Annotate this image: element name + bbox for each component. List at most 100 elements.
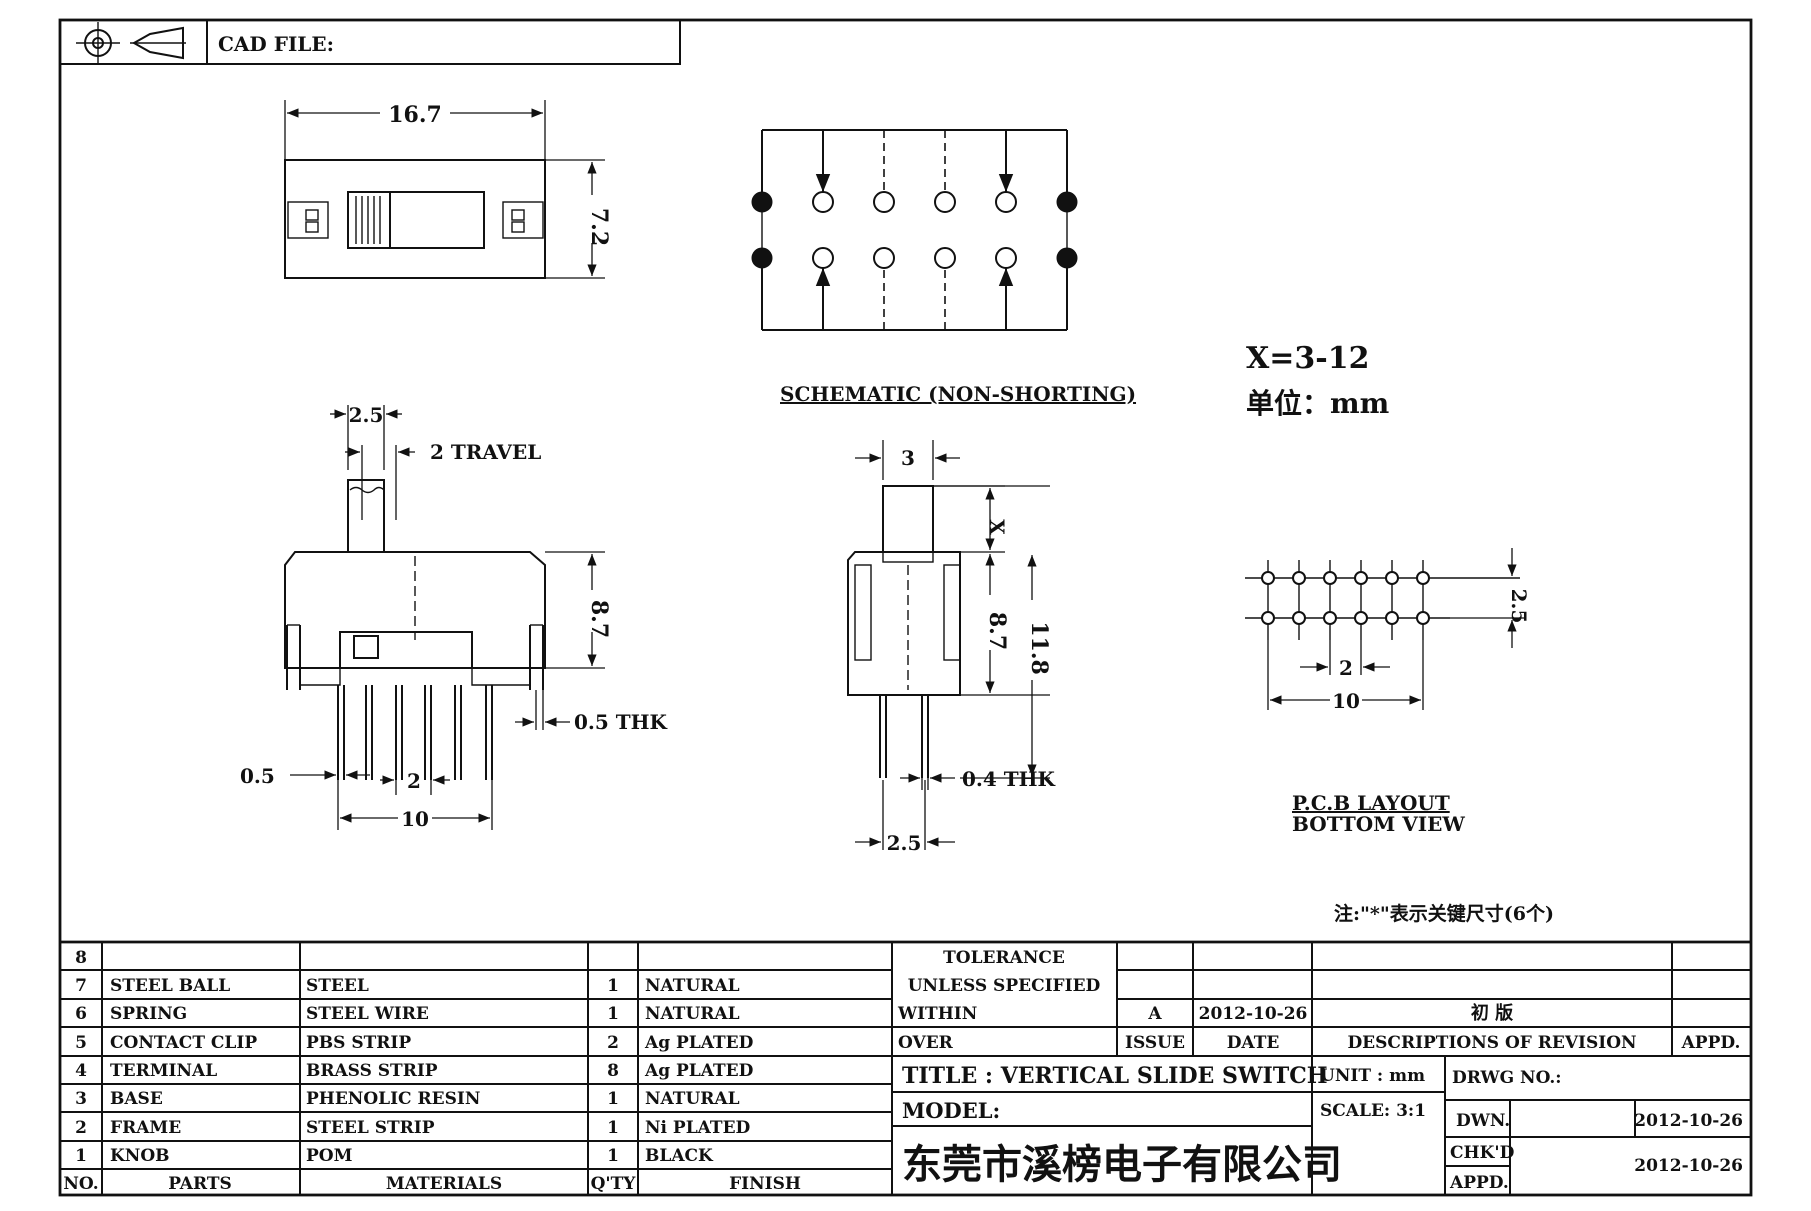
table-row: 5 CONTACT CLIP PBS STRIP 2 Ag PLATED — [75, 1033, 754, 1053]
svg-text:WITHIN: WITHIN — [897, 1004, 977, 1024]
x-range: X=3-12 — [1246, 341, 1370, 376]
front-travel: 2 TRAVEL — [430, 440, 541, 464]
side-x-label: X — [985, 519, 1009, 535]
side-view: 3 X 8.7 11.8 0.4 THK 2.5 — [847, 440, 1056, 855]
pcb-title-1: P.C.B LAYOUT — [1292, 791, 1450, 815]
side-total-height: 11.8 — [1026, 621, 1052, 675]
svg-text:NO.: NO. — [63, 1174, 98, 1194]
svg-text:8: 8 — [607, 1061, 619, 1081]
svg-text:KNOB: KNOB — [110, 1146, 170, 1166]
front-pitch-top: 2.5 — [349, 403, 384, 427]
schematic-title: SCHEMATIC (NON-SHORTING) — [780, 382, 1136, 406]
cad-file-label: CAD FILE: — [218, 32, 334, 56]
title-block-grid — [60, 940, 1751, 1195]
svg-text:DWN.: DWN. — [1456, 1111, 1510, 1131]
bom-table: 8 7 STEEL BALL STEEL 1 NATURAL 6 SPRING … — [63, 948, 801, 1194]
svg-text:1: 1 — [607, 1118, 619, 1138]
table-row: 7 STEEL BALL STEEL 1 NATURAL — [75, 976, 740, 996]
svg-text:OVER: OVER — [898, 1033, 954, 1053]
svg-text:STEEL WIRE: STEEL WIRE — [306, 1004, 429, 1024]
svg-text:STEEL BALL: STEEL BALL — [110, 976, 230, 996]
table-row: 4 TERMINAL BRASS STRIP 8 Ag PLATED — [75, 1061, 754, 1081]
svg-text:SPRING: SPRING — [110, 1004, 187, 1024]
svg-text:CONTACT CLIP: CONTACT CLIP — [110, 1033, 257, 1053]
footnote: 注:"*"表示关键尺寸(6个) — [1334, 902, 1554, 925]
svg-text:APPD.: APPD. — [1681, 1033, 1741, 1053]
svg-text:Ag PLATED: Ag PLATED — [644, 1061, 754, 1081]
svg-text:NATURAL: NATURAL — [645, 976, 740, 996]
svg-text:STEEL STRIP: STEEL STRIP — [306, 1118, 435, 1138]
svg-text:PARTS: PARTS — [168, 1174, 232, 1194]
svg-text:Ag PLATED: Ag PLATED — [644, 1033, 754, 1053]
svg-text:NATURAL: NATURAL — [645, 1089, 740, 1109]
svg-text:DATE: DATE — [1227, 1033, 1280, 1053]
pcb-span: 10 — [1332, 689, 1360, 713]
svg-text:初 版: 初 版 — [1471, 1002, 1513, 1024]
svg-text:5: 5 — [75, 1033, 87, 1053]
svg-text:6: 6 — [75, 1004, 87, 1024]
svg-text:MATERIALS: MATERIALS — [386, 1174, 502, 1194]
company-name: 东莞市溪榜电子有限公司 — [902, 1141, 1342, 1188]
pcb-title-2: BOTTOM VIEW — [1292, 812, 1465, 836]
svg-text:2: 2 — [75, 1118, 87, 1138]
sheet-border — [58, 18, 1753, 1197]
svg-text:APPD.: APPD. — [1449, 1173, 1509, 1193]
svg-text:BASE: BASE — [110, 1089, 163, 1109]
svg-text:2: 2 — [607, 1033, 619, 1053]
table-row: 3 BASE PHENOLIC RESIN 1 NATURAL — [75, 1089, 740, 1109]
front-pin-width: 0.5 — [240, 764, 275, 788]
side-thk: 0.4 THK — [962, 767, 1056, 791]
svg-text:ISSUE: ISSUE — [1125, 1033, 1185, 1053]
header-box: CAD FILE: — [59, 19, 681, 65]
svg-text:FRAME: FRAME — [110, 1118, 181, 1138]
svg-text:POM: POM — [306, 1146, 353, 1166]
svg-text:BRASS STRIP: BRASS STRIP — [306, 1061, 438, 1081]
drwg-no-label: DRWG NO.: — [1452, 1068, 1562, 1088]
svg-text:NATURAL: NATURAL — [645, 1004, 740, 1024]
pcb-layout: 2.5 2 10 P.C.B LAYOUT BOTTOM VIEW — [1245, 548, 1531, 836]
svg-text:DESCRIPTIONS OF REVISION: DESCRIPTIONS OF REVISION — [1347, 1033, 1636, 1053]
tolerance-block: TOLERANCE UNLESS SPECIFIED WITHIN OVER — [897, 948, 1101, 1053]
revision-block: A 2012-10-26 初 版 ISSUE DATE DESCRIPTIONS… — [1125, 1002, 1740, 1053]
svg-text:2012-10-26: 2012-10-26 — [1634, 1156, 1743, 1176]
drawing-title: TITLE : VERTICAL SLIDE SWITCH — [902, 1063, 1328, 1089]
side-body-height: 8.7 — [984, 612, 1010, 650]
svg-text:Ni PLATED: Ni PLATED — [645, 1118, 751, 1138]
svg-text:CHK'D: CHK'D — [1450, 1143, 1515, 1163]
front-thk: 0.5 THK — [574, 710, 668, 734]
side-pin-pitch: 2.5 — [887, 831, 922, 855]
svg-text:TERMINAL: TERMINAL — [110, 1061, 217, 1081]
svg-text:PHENOLIC RESIN: PHENOLIC RESIN — [306, 1089, 480, 1109]
svg-text:1: 1 — [607, 1089, 619, 1109]
svg-text:1: 1 — [607, 976, 619, 996]
front-span: 10 — [401, 807, 429, 831]
schematic-diagram: SCHEMATIC (NON-SHORTING) — [751, 129, 1136, 406]
svg-text:Q'TY: Q'TY — [591, 1174, 637, 1194]
pcb-pitch: 2 — [1339, 656, 1353, 680]
svg-text:1: 1 — [607, 1146, 619, 1166]
bom-no: 8 — [75, 948, 87, 968]
svg-text:7: 7 — [75, 976, 87, 996]
svg-text:TOLERANCE: TOLERANCE — [943, 948, 1065, 968]
third-angle-projection-icon — [76, 22, 186, 64]
scale-field: SCALE: 3:1 — [1320, 1101, 1426, 1121]
pcb-row-pitch: 2.5 — [1507, 589, 1531, 624]
top-height-dim: 7.2 — [586, 208, 612, 246]
title-block: TITLE : VERTICAL SLIDE SWITCH MODEL: UNI… — [902, 1063, 1743, 1193]
svg-text:3: 3 — [75, 1089, 87, 1109]
svg-text:STEEL: STEEL — [306, 976, 369, 996]
svg-text:PBS STRIP: PBS STRIP — [306, 1033, 411, 1053]
svg-text:2012-10-26: 2012-10-26 — [1199, 1004, 1308, 1024]
svg-text:UNLESS SPECIFIED: UNLESS SPECIFIED — [908, 976, 1101, 996]
svg-text:1: 1 — [607, 1004, 619, 1024]
svg-text:FINISH: FINISH — [729, 1174, 801, 1194]
svg-text:4: 4 — [75, 1061, 87, 1081]
top-width-dim: 16.7 — [388, 102, 442, 128]
svg-text:BLACK: BLACK — [645, 1146, 714, 1166]
table-row: 6 SPRING STEEL WIRE 1 NATURAL — [75, 1004, 740, 1024]
model-label: MODEL: — [902, 1098, 1000, 1123]
svg-text:1: 1 — [75, 1146, 87, 1166]
table-row: 2 FRAME STEEL STRIP 1 Ni PLATED — [75, 1118, 750, 1138]
